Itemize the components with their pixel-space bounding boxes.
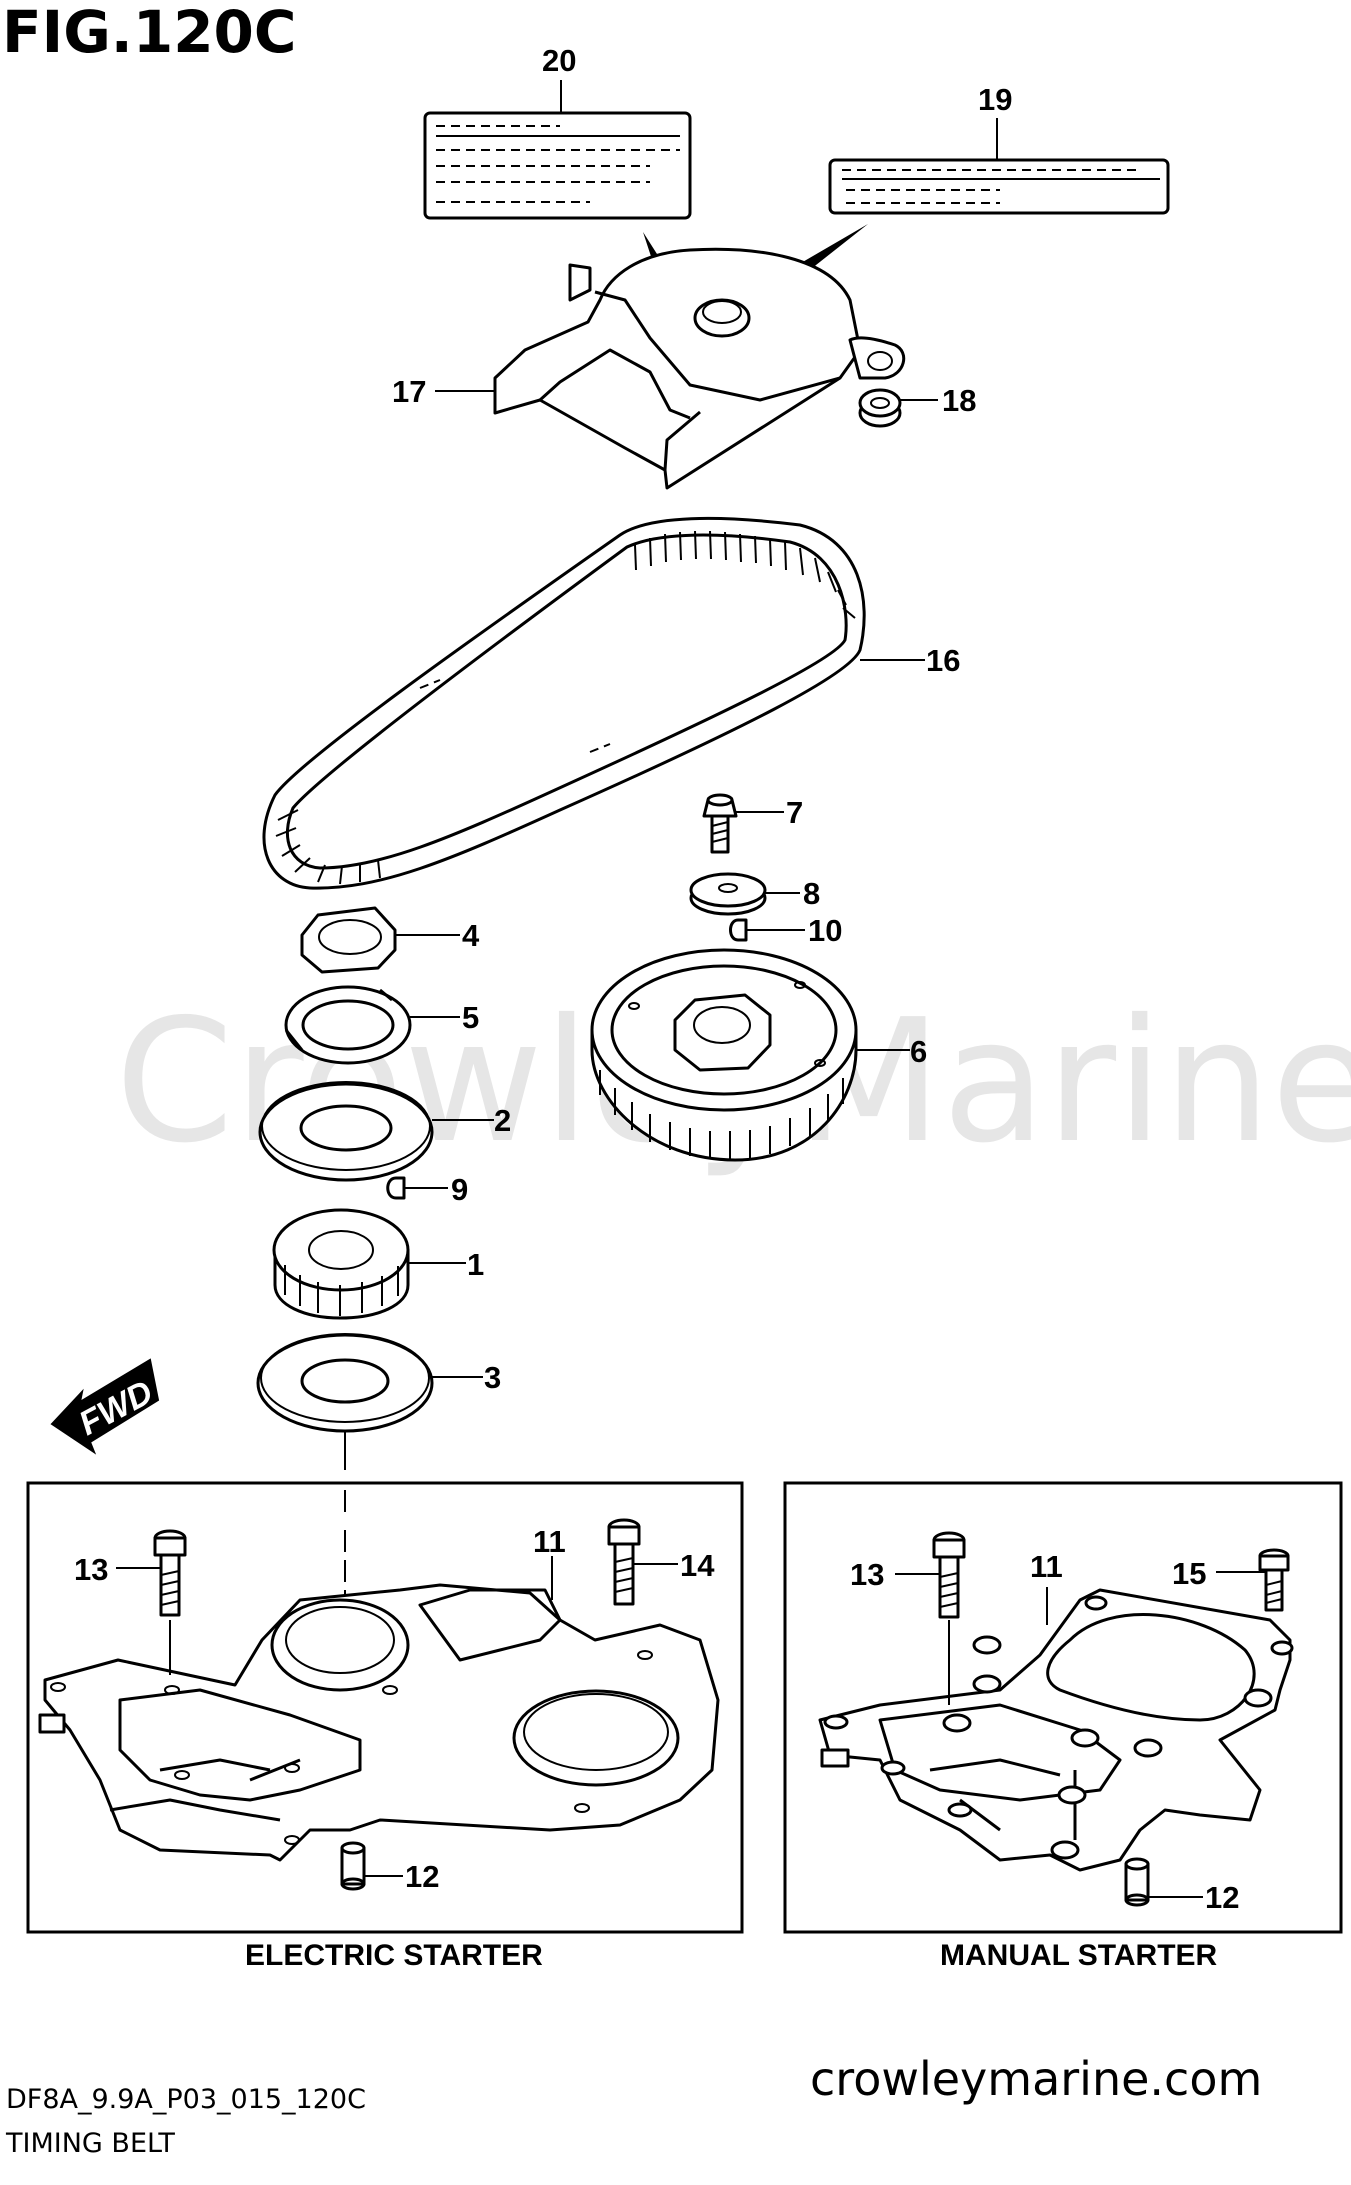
manual-part-15-bolt[interactable] [1258,1548,1290,1612]
electric-part-12-dowel-pin[interactable] [340,1841,366,1891]
website-link[interactable]: crowleymarine.com [810,2052,1262,2106]
part-6-camshaft-pulley[interactable] [590,948,858,1162]
electric-starter-caption: ELECTRIC STARTER [245,1939,543,1972]
manual-part-11-cover[interactable] [818,1588,1294,1872]
electric-label-11: 11 [533,1524,566,1559]
part-20-label-decal[interactable] [423,111,692,220]
electric-label-12: 12 [405,1859,439,1894]
label-20: 20 [542,43,576,78]
part-19-label-decal[interactable] [828,158,1170,215]
electric-part-13-bolt[interactable] [153,1529,187,1617]
fwd-arrow-icon: FWD [50,1358,160,1455]
manual-label-13: 13 [850,1557,884,1592]
electric-label-14: 14 [680,1548,715,1583]
manual-part-13-bolt[interactable] [932,1531,966,1619]
label-2: 2 [494,1103,511,1138]
part-2-guide-plate[interactable] [258,1081,434,1182]
diagram-code: DF8A_9.9A_P03_015_120C [6,2084,366,2115]
manual-label-12: 12 [1205,1880,1239,1915]
manual-label-15: 15 [1172,1556,1206,1591]
part-8-washer[interactable] [689,872,767,916]
part-10-key[interactable] [729,918,748,942]
label-1: 1 [467,1247,484,1282]
label-8: 8 [803,876,820,911]
label-5: 5 [462,1000,479,1035]
part-17-timing-belt-cover[interactable] [493,247,906,490]
label-18: 18 [942,383,976,418]
manual-starter-panel: 11 13 15 12 [783,1481,1343,1934]
part-1-crankshaft-pulley[interactable] [272,1208,410,1320]
part-9-key[interactable] [386,1176,406,1200]
electric-label-13: 13 [74,1552,108,1587]
part-5-lock-washer[interactable] [284,985,412,1065]
part-3-guide-plate[interactable] [256,1333,434,1433]
electric-part-14-bolt[interactable] [607,1518,641,1606]
part-7-bolt[interactable] [702,793,738,854]
figure-title: FIG.120C [2,0,296,66]
part-18-grommet[interactable] [858,388,902,428]
electric-starter-panel: 11 13 14 12 [26,1481,744,1934]
label-16: 16 [926,643,960,678]
part-16-timing-belt[interactable] [262,516,866,890]
part-4-nut[interactable] [300,906,397,974]
label-10: 10 [808,913,842,948]
electric-part-11-cover[interactable] [38,1583,720,1862]
label-6: 6 [910,1034,927,1069]
diagram-name: TIMING BELT [5,2128,175,2159]
label-4: 4 [462,918,480,953]
label-7: 7 [786,795,803,830]
label-9: 9 [451,1172,468,1207]
label-19: 19 [978,82,1012,117]
manual-part-12-dowel-pin[interactable] [1124,1857,1150,1907]
manual-starter-caption: MANUAL STARTER [940,1939,1218,1972]
label-3: 3 [484,1360,501,1395]
manual-label-11: 11 [1030,1549,1063,1584]
label-17: 17 [392,374,426,409]
